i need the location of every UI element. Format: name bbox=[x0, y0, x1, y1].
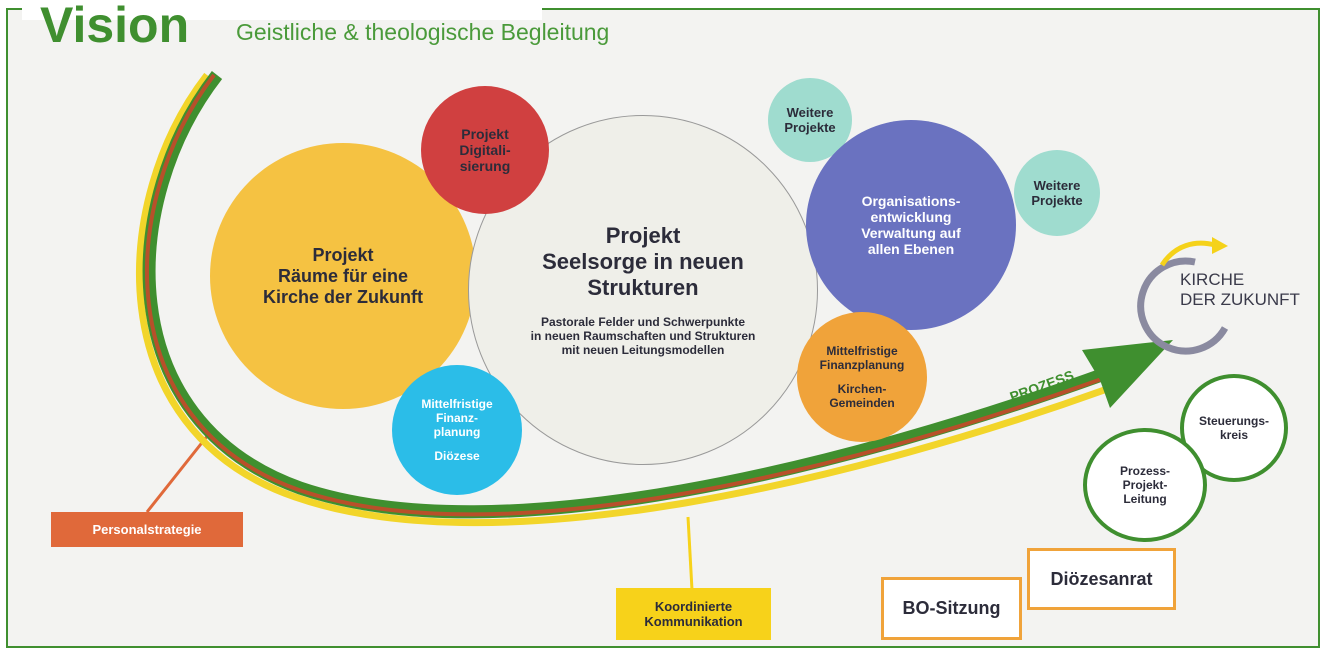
personalstrategie-box: Personalstrategie bbox=[51, 512, 243, 547]
vision-title: Vision bbox=[40, 0, 190, 53]
arrow-head bbox=[1082, 340, 1173, 408]
vision-subtitle: Geistliche & theologische Begleitung bbox=[236, 19, 610, 45]
kommunikation-connector bbox=[686, 516, 694, 591]
dioezesanrat-box: Diözesanrat bbox=[1027, 548, 1176, 610]
frame-gap bbox=[22, 0, 542, 20]
logo-arrow bbox=[1159, 240, 1216, 267]
circle-weitere-projekte-2: Weitere Projekte bbox=[1014, 150, 1100, 236]
logo-line-2: DER ZUKUNFT bbox=[1180, 290, 1300, 309]
bo-sitzung-box: BO-Sitzung bbox=[881, 577, 1022, 640]
circle-prozess-projekt-leitung: Prozess- Projekt- Leitung bbox=[1083, 428, 1207, 542]
circle-raeume: Projekt Räume für eine Kirche der Zukunf… bbox=[210, 143, 476, 409]
swoosh-red bbox=[145, 73, 1111, 517]
swoosh-yellow bbox=[136, 72, 1112, 527]
logo-kirche-der-zukunft: KIRCHE DER ZUKUNFT bbox=[1180, 270, 1300, 310]
circle-organisation: Organisations- entwicklung Verwaltung au… bbox=[806, 120, 1016, 330]
swoosh-green bbox=[142, 71, 1113, 519]
kommunikation-box: Koordinierte Kommunikation bbox=[616, 588, 771, 640]
logo-line-1: KIRCHE bbox=[1180, 270, 1245, 289]
logo-crescent bbox=[1137, 257, 1229, 355]
circle-digitalisierung: Projekt Digitali- sierung bbox=[421, 86, 549, 214]
